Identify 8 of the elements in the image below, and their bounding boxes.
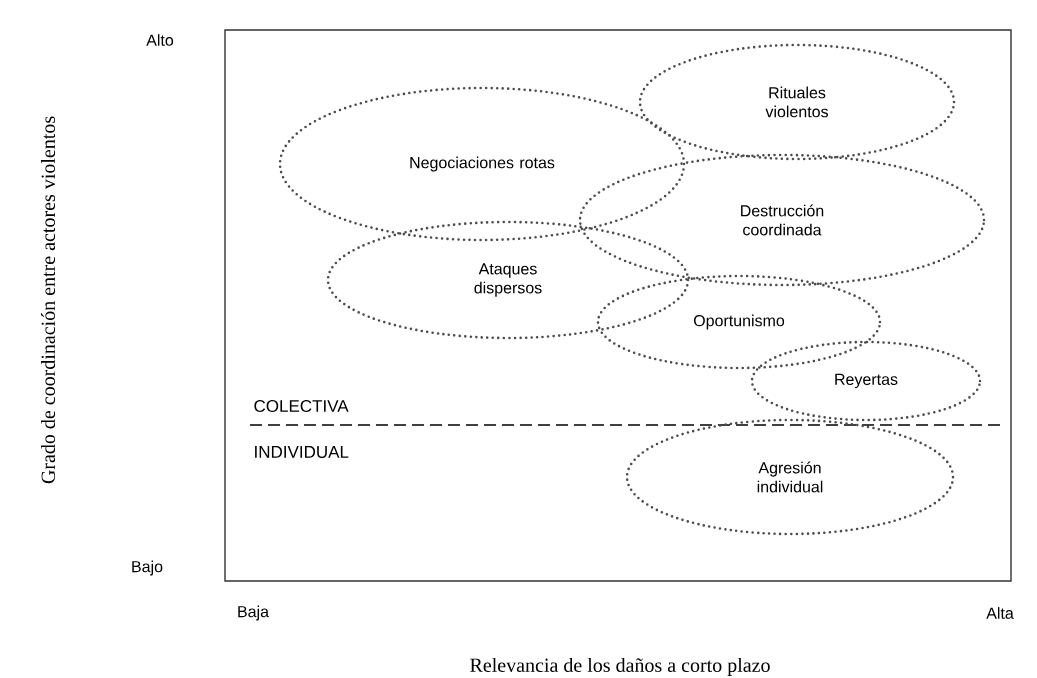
axis-end-label: Bajo xyxy=(132,560,163,576)
axis-end-label: Alta xyxy=(986,607,1014,619)
zone-label: COLECTIVA xyxy=(254,400,349,412)
axis-title: Grado de coordinación entre actores violentos xyxy=(40,116,56,484)
axis-title: Relevancia de los daños a corto plazo xyxy=(470,657,770,677)
zone-label: INDIVIDUAL xyxy=(255,446,349,458)
axis-end-label: Alto xyxy=(146,34,174,46)
axis-end-label: Baja xyxy=(238,605,269,621)
